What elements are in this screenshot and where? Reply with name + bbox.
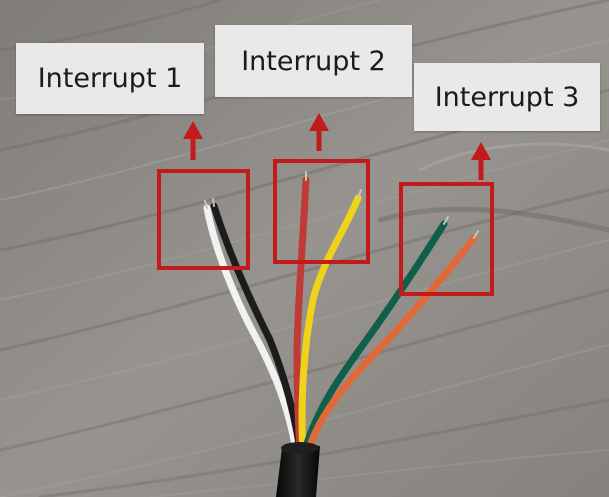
highlight-box-2 [273, 159, 370, 264]
arrow-up-icon [183, 121, 203, 160]
arrow-up-icon [471, 142, 491, 180]
white-wire [203, 204, 300, 454]
arrow-up-icon [309, 113, 329, 151]
interrupt-2-text: Interrupt 2 [241, 45, 386, 77]
interrupt-1-label: Interrupt 1 [16, 43, 204, 114]
highlight-box-3 [399, 182, 494, 296]
highlight-boxes [157, 159, 494, 296]
wire-tips [204, 171, 479, 239]
highlight-box-1 [157, 169, 250, 270]
interrupt-3-label: Interrupt 3 [414, 63, 600, 131]
red-wire [293, 176, 310, 454]
orange-wire [303, 234, 478, 459]
yellow-wire [298, 194, 362, 456]
cable-sheath [276, 446, 320, 497]
arrows [183, 113, 491, 180]
cable-sheath-end [281, 442, 319, 454]
interrupt-1-text: Interrupt 1 [37, 63, 183, 94]
wire-bundle [203, 176, 478, 459]
green-wire [301, 220, 448, 454]
interrupt-2-label: Interrupt 2 [215, 25, 412, 97]
interrupt-3-text: Interrupt 3 [434, 81, 580, 113]
black-wire [210, 202, 304, 454]
